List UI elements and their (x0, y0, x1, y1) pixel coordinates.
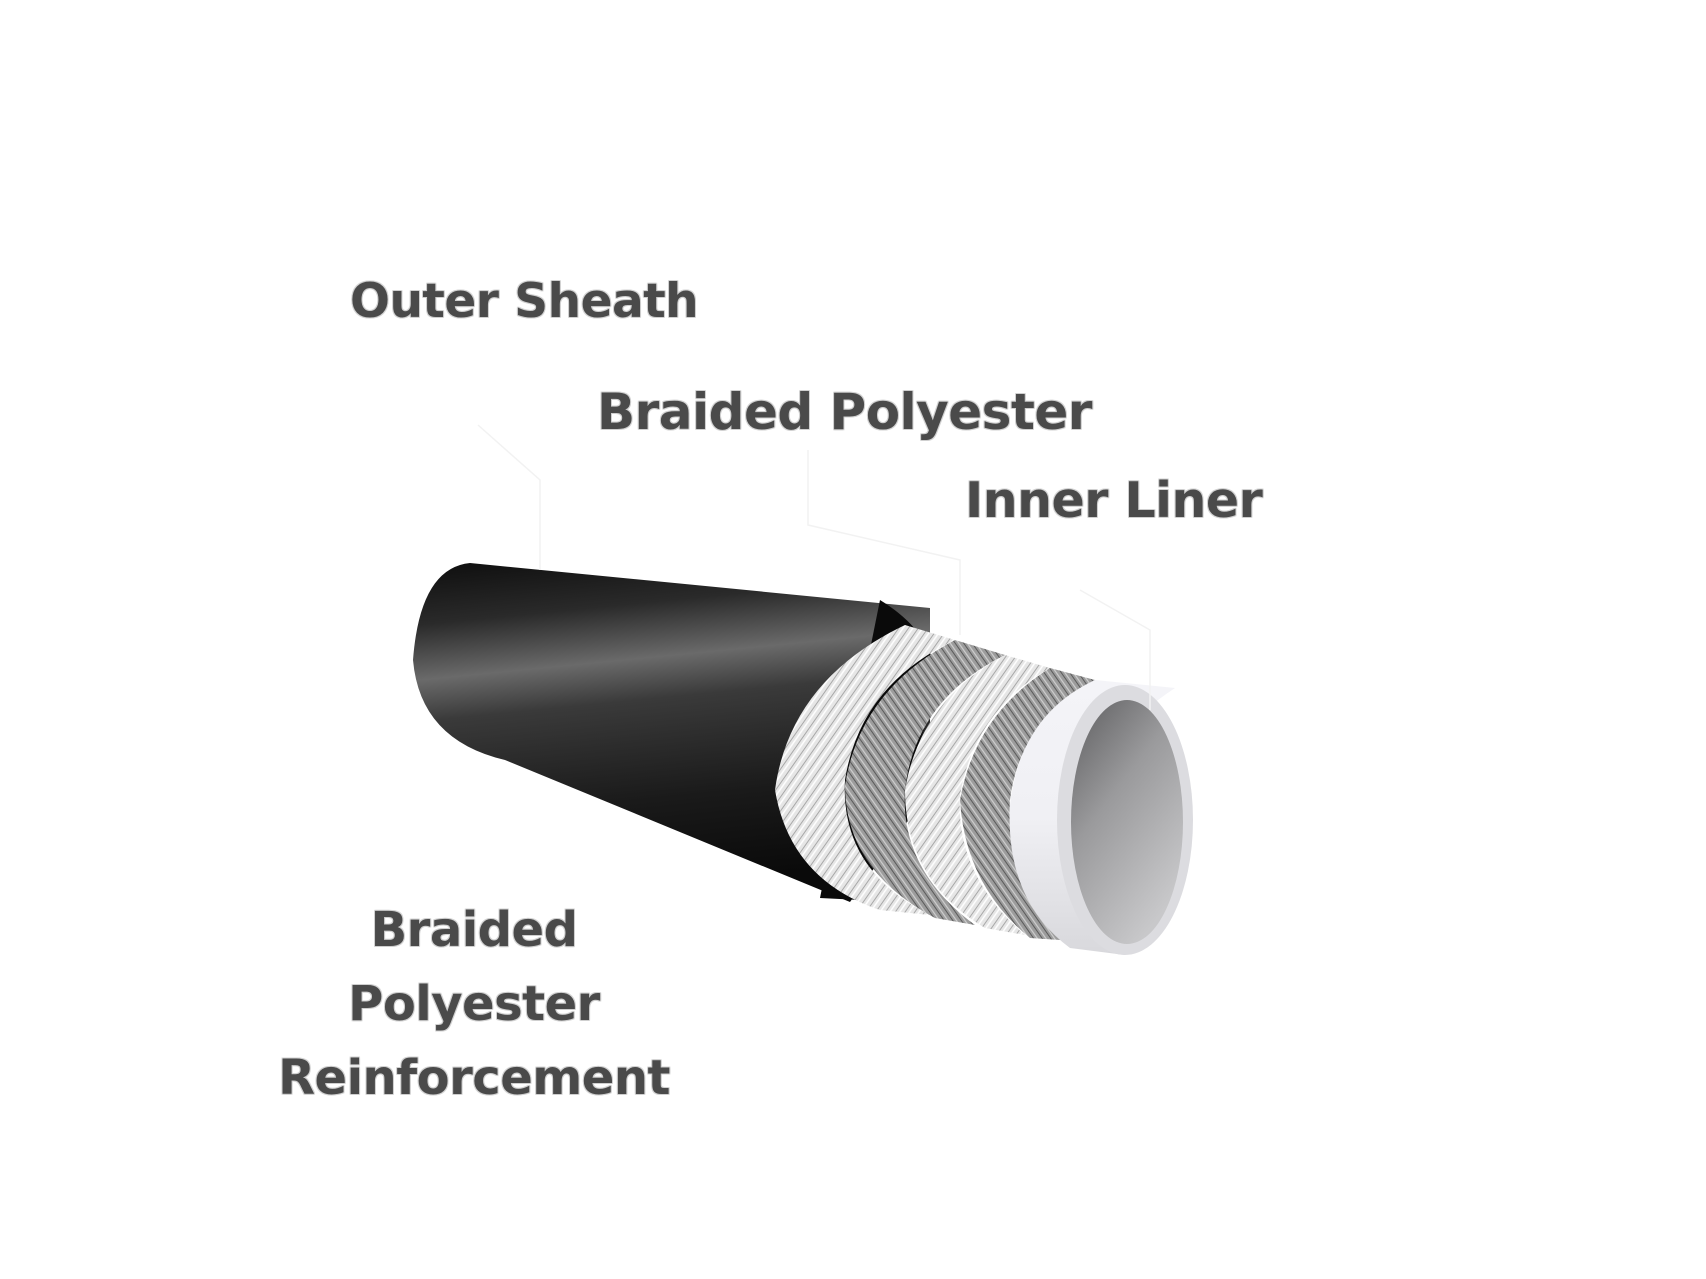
label-reinforcement-line1: Braided (370, 902, 578, 958)
label-braided-polyester: Braided Polyester (597, 383, 1092, 441)
leader-line-braided-polyester (807, 450, 961, 635)
label-inner-liner: Inner Liner (965, 472, 1263, 529)
inner-liner-layer (1009, 680, 1193, 955)
leader-line-inner-liner (1079, 589, 1151, 710)
label-outer-sheath: Outer Sheath (350, 274, 699, 329)
leader-lines (477, 424, 1151, 710)
label-reinforcement-line3: Reinforcement (278, 1050, 670, 1106)
label-braided-polyester-reinforcement: Braided Polyester Reinforcement (270, 893, 678, 1115)
label-reinforcement-line2: Polyester (348, 976, 600, 1032)
reinforcement-braid-layer (775, 625, 1095, 940)
leader-line-outer-sheath (477, 424, 541, 570)
